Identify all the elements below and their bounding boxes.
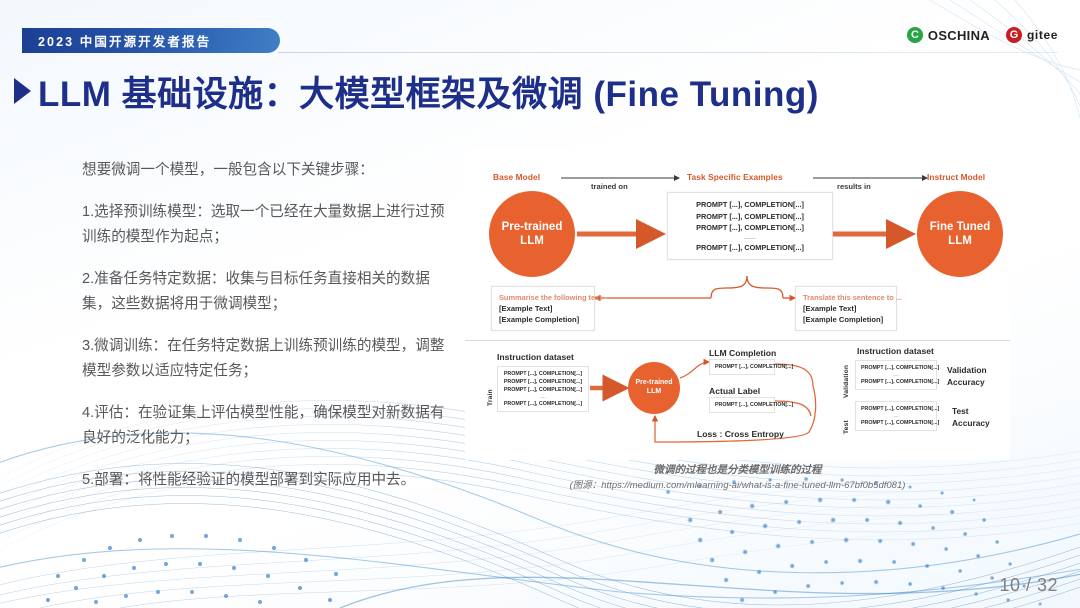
label-task-specific-examples: Task Specific Examples: [687, 172, 783, 182]
validation-ellipsis: ....: [893, 372, 899, 378]
example-summarise-head: Summarise the following text -: [499, 293, 607, 302]
label-train: Train: [487, 389, 494, 406]
example-summarise-completion: [Example Completion]: [499, 315, 580, 324]
page-title: LLM 基础设施：大模型框架及微调 (Fine Tuning): [38, 75, 819, 114]
pretrained-llm-circle: Pre-trained LLM: [489, 191, 575, 277]
prompt-row-2: PROMPT [...], COMPLETION[...]: [696, 223, 804, 232]
example-summarise-text: [Example Text]: [499, 304, 553, 313]
pretrained-llm-line2: LLM: [520, 235, 544, 247]
train-row-2: PROMPT [...], COMPLETION[...]: [503, 387, 583, 393]
oschina-logo-icon: C: [906, 27, 923, 43]
fine-tuned-llm-line1: Fine Tuned: [929, 220, 991, 233]
example-translate-text: [Example Text]: [803, 304, 857, 313]
body-paragraph-1: 1.选择预训练模型：选取一个已经在大量数据上进行过预训练的模型作为起点；: [82, 204, 445, 245]
diagram-caption: 微调的过程也是分类模型训练的过程 (图源：https://medium.com/…: [465, 462, 1010, 494]
label-loss-cross-entropy: Loss : Cross Entropy: [697, 429, 784, 439]
test-accuracy-line1: Test: [952, 406, 969, 416]
header-divider: [278, 52, 1058, 53]
caption-line-2: (图源：https://medium.com/mlearning-ai/what…: [569, 480, 906, 491]
body-text-block: 想要微调一个模型，一般包含以下关键步骤： 1.选择预训练模型：选取一个已经在大量…: [82, 158, 452, 493]
body-paragraph-4: 4.评估：在验证集上评估模型性能，确保模型对新数据有良好的泛化能力；: [82, 405, 445, 446]
label-results-in: results in: [837, 182, 871, 191]
actual-label-box: PROMPT [...], COMPLETION[...]: [709, 397, 794, 413]
test-ellipsis: ....: [893, 413, 899, 419]
test-accuracy-line2: Accuracy: [952, 418, 990, 428]
validation-row-0: PROMPT [...], COMPLETION[...]: [861, 365, 940, 371]
body-paragraph-5: 5.部署：将性能经验证的模型部署到实际应用中去。: [82, 472, 416, 488]
brand-logos: C OSCHINA G gitee: [906, 27, 1058, 43]
gitee-logo[interactable]: G gitee: [1005, 27, 1058, 43]
slide-title: LLM 基础设施：大模型框架及微调 (Fine Tuning): [14, 66, 819, 117]
pretrained-llm-line1: Pre-trained: [501, 220, 563, 233]
prompt-row-last: PROMPT [...], COMPLETION[...]: [696, 242, 804, 252]
oschina-logo[interactable]: C OSCHINA: [906, 27, 990, 43]
train-dataset-box: PROMPT [...], COMPLETION[...] PROMPT [..…: [497, 366, 589, 412]
report-badge: 2023 中国开源开发者报告: [22, 28, 280, 53]
test-accuracy-label: Test Accuracy: [952, 405, 990, 429]
train-row-0: PROMPT [...], COMPLETION[...]: [503, 371, 583, 377]
prompt-row-0: PROMPT [...], COMPLETION[...]: [696, 200, 804, 209]
validation-accuracy-line1: Validation: [947, 365, 987, 375]
label-validation: Validation: [843, 364, 850, 398]
prompt-row-1: PROMPT [...], COMPLETION[...]: [696, 211, 804, 221]
fine-tuned-llm-line2: LLM: [948, 235, 972, 247]
caption-line-1: 微调的过程也是分类模型训练的过程: [653, 464, 822, 476]
label-trained-on: trained on: [591, 182, 628, 191]
label-base-model: Base Model: [493, 172, 541, 182]
llm-completion-box: PROMPT [...], COMPLETION[...]: [709, 359, 794, 375]
label-instruction-dataset-right: Instruction dataset: [857, 346, 934, 356]
test-dataset-box: PROMPT [...], COMPLETION[...] .... PROMP…: [855, 401, 940, 431]
train-row-1: PROMPT [...], COMPLETION[...]: [503, 379, 583, 385]
body-paragraph-2: 2.准备任务特定数据：收集与目标任务直接相关的数据集，这些数据将用于微调模型；: [82, 271, 430, 312]
label-actual-label: Actual Label: [709, 386, 761, 396]
validation-dataset-box: PROMPT [...], COMPLETION[...] .... PROMP…: [855, 360, 940, 390]
validation-accuracy-label: Validation Accuracy: [947, 364, 987, 388]
example-box-translate: Translate this sentence to ... [Example …: [795, 286, 902, 331]
triangle-right-icon: [14, 77, 31, 104]
label-llm-completion: LLM Completion: [709, 348, 777, 358]
llm-completion-row: PROMPT [...], COMPLETION[...]: [715, 364, 794, 370]
fine-tuning-diagram: Base Model trained on Task Specific Exam…: [465, 148, 1010, 460]
diagram-separator: [465, 340, 1010, 341]
pretrained-llm-bottom-line2: LLM: [646, 388, 662, 395]
test-row-0: PROMPT [...], COMPLETION[...]: [861, 406, 940, 412]
train-ellipsis: ....: [540, 394, 546, 400]
label-instruction-dataset-left: Instruction dataset: [497, 352, 574, 362]
label-test: Test: [843, 420, 850, 434]
prompt-ellipsis: ......: [744, 233, 756, 241]
body-paragraph-3: 3.微调训练：在任务特定数据上训练预训练的模型，调整模型参数以适应特定任务；: [82, 338, 445, 379]
report-badge-label: 2023 中国开源开发者报告: [38, 35, 212, 49]
train-row-last: PROMPT [...], COMPLETION[...]: [503, 401, 583, 407]
page-number: 10 / 32: [999, 575, 1058, 595]
pretrained-llm-circle-bottom: Pre-trained LLM: [628, 362, 680, 414]
validation-accuracy-line2: Accuracy: [947, 377, 985, 387]
body-paragraph-0: 想要微调一个模型，一般包含以下关键步骤：: [82, 162, 374, 178]
gitee-logo-icon: G: [1005, 27, 1022, 43]
example-translate-completion: [Example Completion]: [803, 315, 884, 324]
oschina-logo-label: OSCHINA: [927, 27, 990, 43]
label-instruct-model: Instruct Model: [927, 172, 986, 182]
pretrained-llm-bottom-line1: Pre-trained: [635, 379, 673, 387]
fine-tuned-llm-circle: Fine Tuned LLM: [917, 191, 1003, 277]
example-translate-head: Translate this sentence to ...: [803, 293, 902, 302]
actual-label-row: PROMPT [...], COMPLETION[...]: [715, 402, 794, 408]
example-box-summarise: Summarise the following text - [Example …: [491, 286, 607, 331]
task-examples-box: PROMPT [...], COMPLETION[...] PROMPT [..…: [667, 192, 833, 260]
validation-row-1: PROMPT [...], COMPLETION[...]: [861, 379, 940, 385]
gitee-logo-label: gitee: [1026, 28, 1058, 42]
test-row-1: PROMPT [...], COMPLETION[...]: [861, 420, 940, 426]
